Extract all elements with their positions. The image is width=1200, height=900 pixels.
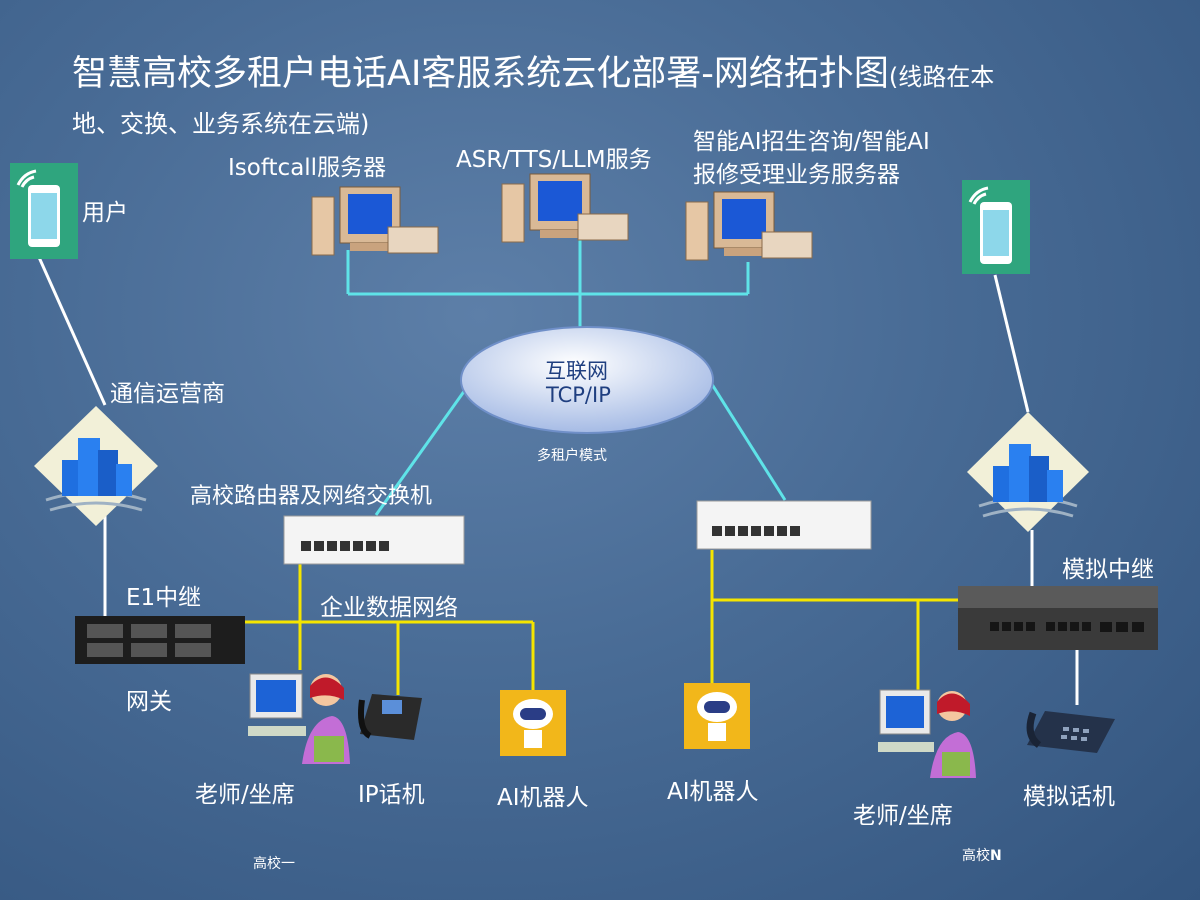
internet-to-right-switch bbox=[706, 377, 787, 501]
ip-phone-label: IP话机 bbox=[358, 782, 425, 808]
user-to-carrier-left bbox=[36, 254, 107, 406]
analog-trunk-gateway-icon bbox=[958, 586, 1158, 650]
ai-robot-icon-right bbox=[684, 683, 750, 749]
multi-tenant-label: 多租户模式 bbox=[537, 448, 607, 464]
tcpip-label: TCP/IP bbox=[546, 383, 611, 407]
ai-robot-label-left: AI机器人 bbox=[497, 785, 589, 811]
business-server-label-2: 报修受理业务服务器 bbox=[693, 162, 900, 188]
teacher-label-left: 老师/坐席 bbox=[195, 782, 295, 808]
internet-cloud-icon bbox=[460, 326, 714, 434]
asr-server-icon bbox=[501, 173, 629, 243]
internet-to-left-switch bbox=[374, 389, 467, 516]
campus-one-label: 高校一 bbox=[253, 856, 295, 872]
carrier-building-icon-right bbox=[967, 412, 1089, 532]
asr-service-label: ASR/TTS/LLM服务 bbox=[456, 147, 652, 173]
teacher-label-right: 老师/坐席 bbox=[853, 803, 953, 829]
ai-robot-label-right: AI机器人 bbox=[667, 779, 759, 805]
internet-label: 互联网 bbox=[545, 359, 608, 383]
teacher-agent-icon-left bbox=[248, 673, 350, 764]
analog-trunk-label: 模拟中继 bbox=[1062, 557, 1154, 583]
carrier-label: 通信运营商 bbox=[110, 381, 225, 407]
isoftcall-server-icon bbox=[311, 186, 439, 256]
mobile-phone-icon bbox=[10, 163, 78, 259]
gateway-device-icon bbox=[75, 616, 245, 664]
ai-robot-icon-left bbox=[500, 690, 566, 756]
carrier-building-icon bbox=[34, 406, 158, 526]
e1-trunk-label: E1中继 bbox=[126, 585, 202, 611]
left-switch-icon bbox=[283, 515, 465, 565]
page-title: 智慧高校多租户电话AI客服系统云化部署-网络拓扑图(线路在本 地、交换、业务系统… bbox=[72, 54, 995, 138]
analog-phone-icon bbox=[1026, 711, 1115, 753]
enterprise-network-label: 企业数据网络 bbox=[320, 595, 458, 621]
business-server-icon bbox=[685, 191, 813, 261]
campus-router-label: 高校路由器及网络交换机 bbox=[190, 484, 433, 509]
business-server-label-1: 智能AI招生咨询/智能AI bbox=[693, 129, 930, 155]
isoftcall-server-label: Isoftcall服务器 bbox=[228, 155, 387, 181]
gateway-label: 网关 bbox=[126, 689, 172, 715]
user-to-carrier-right bbox=[993, 274, 1030, 413]
ip-phone-icon bbox=[358, 694, 422, 740]
user-label-left: 用户 bbox=[82, 200, 128, 226]
mobile-phone-icon-right bbox=[962, 180, 1030, 274]
teacher-agent-icon-right bbox=[878, 689, 976, 778]
analog-phone-label: 模拟话机 bbox=[1023, 784, 1115, 810]
campus-n-label: 高校N bbox=[962, 848, 1002, 864]
right-switch-icon bbox=[696, 500, 872, 550]
